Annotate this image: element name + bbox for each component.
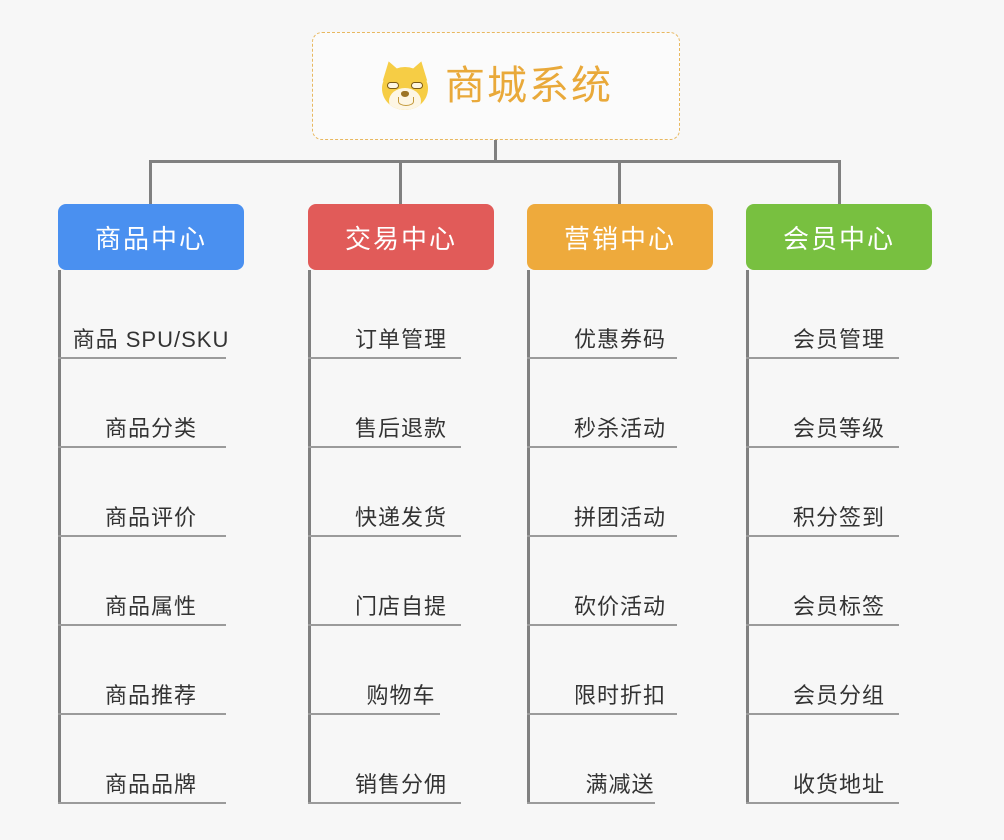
leaf-label: 满减送 bbox=[585, 771, 655, 797]
leaf-label: 商品分类 bbox=[104, 415, 197, 441]
root-node-title: 商城系统 bbox=[445, 64, 613, 108]
list-item[interactable]: 快递发货 bbox=[308, 448, 494, 537]
category-column-marketing: 营销中心 优惠券码 秒杀活动 拼团活动 砍价活动 限时折扣 bbox=[527, 204, 713, 804]
list-item[interactable]: 砍价活动 bbox=[527, 537, 713, 626]
leaf-label: 商品属性 bbox=[104, 593, 197, 619]
list-item[interactable]: 拼团活动 bbox=[527, 448, 713, 537]
category-column-member: 会员中心 会员管理 会员等级 积分签到 会员标签 会员分组 bbox=[746, 204, 932, 804]
list-item[interactable]: 会员标签 bbox=[746, 537, 932, 626]
leaf-label: 订单管理 bbox=[354, 326, 447, 352]
connector-root-stem bbox=[494, 140, 497, 162]
leaf-label: 会员分组 bbox=[792, 682, 885, 708]
list-item[interactable]: 商品 SPU/SKU bbox=[58, 270, 244, 359]
list-item[interactable]: 秒杀活动 bbox=[527, 359, 713, 448]
leaf-label: 收货地址 bbox=[792, 771, 885, 797]
leaf-label: 快递发货 bbox=[354, 504, 447, 530]
leaf-label: 门店自提 bbox=[354, 593, 447, 619]
list-item[interactable]: 门店自提 bbox=[308, 537, 494, 626]
list-item[interactable]: 限时折扣 bbox=[527, 626, 713, 715]
leaf-label: 会员管理 bbox=[792, 326, 885, 352]
category-header-trade[interactable]: 交易中心 bbox=[308, 204, 494, 270]
column-trunk-line bbox=[58, 270, 61, 804]
leaf-label: 会员等级 bbox=[792, 415, 885, 441]
connector-drop-4 bbox=[838, 160, 841, 206]
list-item[interactable]: 会员分组 bbox=[746, 626, 932, 715]
category-header-product[interactable]: 商品中心 bbox=[58, 204, 244, 270]
list-item[interactable]: 商品分类 bbox=[58, 359, 244, 448]
column-trunk-line bbox=[308, 270, 311, 804]
category-header-label: 营销中心 bbox=[563, 223, 676, 254]
leaf-label: 购物车 bbox=[366, 682, 436, 708]
leaf-label: 商品品牌 bbox=[104, 771, 197, 797]
leaf-list-product: 商品 SPU/SKU 商品分类 商品评价 商品属性 商品推荐 商品品牌 bbox=[58, 270, 244, 804]
list-item[interactable]: 商品品牌 bbox=[58, 715, 244, 804]
leaf-label: 商品 SPU/SKU bbox=[72, 326, 230, 352]
list-item[interactable]: 商品推荐 bbox=[58, 626, 244, 715]
list-item[interactable]: 优惠券码 bbox=[527, 270, 713, 359]
list-item[interactable]: 积分签到 bbox=[746, 448, 932, 537]
list-item[interactable]: 会员管理 bbox=[746, 270, 932, 359]
column-trunk-line bbox=[527, 270, 530, 804]
connector-horizontal-bus bbox=[149, 160, 841, 163]
connector-drop-3 bbox=[618, 160, 621, 206]
category-header-label: 商品中心 bbox=[94, 223, 207, 254]
shiba-dog-face-icon bbox=[378, 58, 432, 112]
root-node-mall-system[interactable]: 商城系统 bbox=[312, 32, 680, 140]
category-header-label: 会员中心 bbox=[782, 223, 895, 254]
leaf-label: 砍价活动 bbox=[573, 593, 666, 619]
list-item[interactable]: 商品评价 bbox=[58, 448, 244, 537]
leaf-label: 商品推荐 bbox=[104, 682, 197, 708]
list-item[interactable]: 收货地址 bbox=[746, 715, 932, 804]
list-item[interactable]: 销售分佣 bbox=[308, 715, 494, 804]
leaf-label: 销售分佣 bbox=[354, 771, 447, 797]
leaf-label: 积分签到 bbox=[792, 504, 885, 530]
leaf-list-member: 会员管理 会员等级 积分签到 会员标签 会员分组 收货地址 bbox=[746, 270, 932, 804]
list-item[interactable]: 购物车 bbox=[308, 626, 494, 715]
leaf-label: 会员标签 bbox=[792, 593, 885, 619]
category-header-label: 交易中心 bbox=[344, 223, 457, 254]
leaf-label: 商品评价 bbox=[104, 504, 197, 530]
leaf-label: 限时折扣 bbox=[573, 682, 666, 708]
connector-drop-1 bbox=[149, 160, 152, 206]
category-header-member[interactable]: 会员中心 bbox=[746, 204, 932, 270]
leaf-label: 售后退款 bbox=[354, 415, 447, 441]
leaf-label: 秒杀活动 bbox=[573, 415, 666, 441]
list-item[interactable]: 订单管理 bbox=[308, 270, 494, 359]
leaf-label: 优惠券码 bbox=[573, 326, 666, 352]
leaf-list-marketing: 优惠券码 秒杀活动 拼团活动 砍价活动 限时折扣 满减送 bbox=[527, 270, 713, 804]
list-item[interactable]: 商品属性 bbox=[58, 537, 244, 626]
list-item[interactable]: 满减送 bbox=[527, 715, 713, 804]
leaf-label: 拼团活动 bbox=[573, 504, 666, 530]
category-header-marketing[interactable]: 营销中心 bbox=[527, 204, 713, 270]
list-item[interactable]: 会员等级 bbox=[746, 359, 932, 448]
category-column-trade: 交易中心 订单管理 售后退款 快递发货 门店自提 购物车 bbox=[308, 204, 494, 804]
list-item[interactable]: 售后退款 bbox=[308, 359, 494, 448]
column-trunk-line bbox=[746, 270, 749, 804]
leaf-list-trade: 订单管理 售后退款 快递发货 门店自提 购物车 销售分佣 bbox=[308, 270, 494, 804]
category-column-product: 商品中心 商品 SPU/SKU 商品分类 商品评价 商品属性 商品推荐 bbox=[58, 204, 244, 804]
connector-drop-2 bbox=[399, 160, 402, 206]
